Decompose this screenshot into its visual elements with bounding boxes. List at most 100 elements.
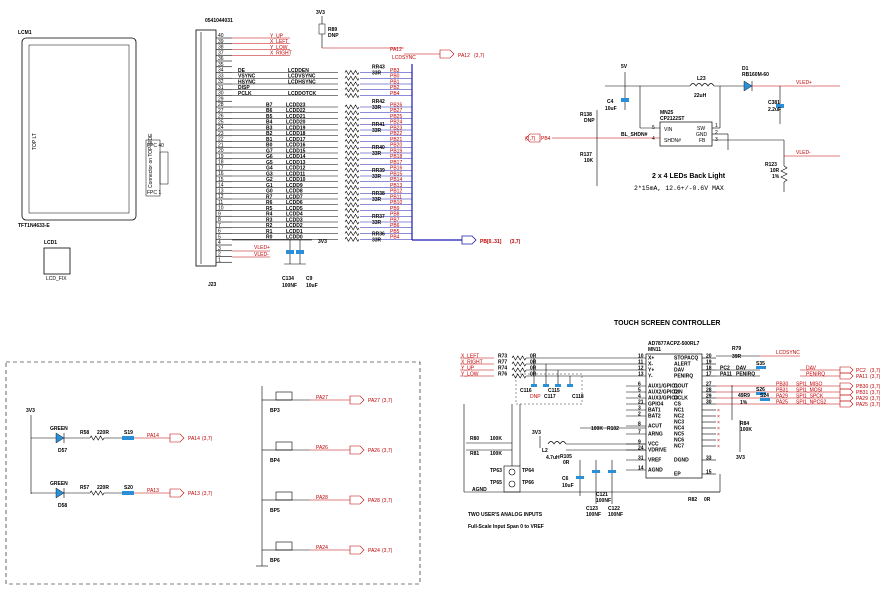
port-arrow-icon bbox=[349, 545, 365, 555]
ic-pin-name: VCC bbox=[648, 442, 659, 448]
data-signal-name: G4 bbox=[266, 166, 273, 172]
data-lcd-name: LCDD10 bbox=[286, 177, 306, 183]
touch-ic-ref: MN11 bbox=[648, 347, 661, 353]
ic-pin-num: 14 bbox=[638, 465, 644, 471]
resistor-array-ref: RR39 bbox=[372, 168, 385, 174]
data-signal-name: G7 bbox=[266, 148, 273, 154]
resistor-symbol bbox=[344, 184, 360, 191]
touch-lcdsync: LCDSYNC bbox=[776, 350, 800, 356]
lcden-ref: (3,7) bbox=[474, 53, 485, 59]
bl-vin: 5V bbox=[621, 64, 628, 70]
solder-jumper-icon bbox=[756, 366, 766, 369]
resistor-symbol bbox=[344, 161, 360, 168]
r81-val: 100K bbox=[490, 451, 502, 457]
led-jumper: S19 bbox=[124, 430, 133, 436]
ctrl-pb-name: PB3 bbox=[390, 68, 400, 74]
r137-ref: R137 bbox=[580, 152, 592, 158]
solder-jumper-icon bbox=[760, 398, 770, 401]
r82-val: 0R bbox=[704, 497, 711, 503]
c123-ref: C123 bbox=[586, 506, 598, 512]
resistor-symbol bbox=[344, 196, 360, 202]
ic-pin-num: 15 bbox=[706, 469, 712, 475]
c122-ref: C122 bbox=[608, 506, 620, 512]
port-arrow-icon bbox=[839, 388, 854, 396]
c123-val: 100NF bbox=[586, 512, 601, 518]
conn-power: 3V3 VLED+ VLED- C134 100NF C9 10uF bbox=[232, 239, 327, 289]
resistor-array-ref: RR43 bbox=[372, 65, 385, 71]
resistor-symbol bbox=[344, 138, 360, 145]
c6-ref: C6 bbox=[562, 476, 569, 482]
resistor-array-val: 33R bbox=[372, 151, 382, 157]
touch-supply: 3V3 bbox=[532, 430, 541, 436]
ic-pin-name: CS bbox=[674, 402, 682, 408]
bl-ic-num-4: 4 bbox=[652, 136, 655, 142]
button-net: PA24 bbox=[316, 545, 328, 551]
nc-cross: × bbox=[717, 426, 720, 432]
connector-pin-number: 38 bbox=[218, 45, 224, 51]
data-signal-name: B4 bbox=[266, 120, 273, 126]
resistor-symbol bbox=[344, 236, 360, 242]
r89-val: DNP bbox=[328, 33, 339, 39]
r79-val: 39R bbox=[732, 354, 742, 360]
resistor-symbol bbox=[344, 92, 360, 99]
button-switch-icon bbox=[275, 391, 293, 401]
c4-ref: C4 bbox=[607, 99, 614, 105]
ic-pin-num: 10 bbox=[638, 353, 644, 359]
bl-ic-ref: MN25 bbox=[660, 110, 674, 116]
connector-pin-number: 7 bbox=[218, 223, 221, 229]
c4-val: 10uF bbox=[605, 106, 617, 112]
data-lcd-name: LCDD23 bbox=[286, 102, 306, 108]
button-port: PA26 bbox=[368, 448, 380, 454]
data-signal-name: G2 bbox=[266, 177, 273, 183]
bl-ic-pin-gnd: GND bbox=[696, 132, 708, 138]
lcden-net: PA12 bbox=[390, 47, 402, 53]
fpc-mid-label: Connector on TOP SIDE bbox=[148, 133, 154, 188]
data-lcd-name: LCDD4 bbox=[286, 212, 303, 218]
connector-pin-number: 5 bbox=[218, 234, 221, 240]
d1-ref: D1 bbox=[742, 66, 749, 72]
spi-port: PB31 bbox=[856, 390, 868, 396]
bl-ic-pin-fb: FB bbox=[699, 138, 706, 144]
connector-j23: 0541044031 J23 4039383736353433323130292… bbox=[195, 18, 233, 288]
button-net: PA28 bbox=[316, 495, 328, 501]
touch-input-name: X_RIGHT bbox=[461, 359, 483, 365]
ctrl-pb-name: PB1 bbox=[390, 79, 400, 85]
r49r9: 49R9 bbox=[738, 393, 750, 399]
ic-pin-num: 2 bbox=[638, 411, 641, 417]
irq-port-ref: (3,7) bbox=[870, 368, 881, 374]
data-pb-name: PB25 bbox=[390, 114, 402, 120]
lcm-part: TFT1N4633-E bbox=[18, 223, 50, 229]
conn-3v3: 3V3 bbox=[318, 239, 327, 245]
connector-pin-number: 37 bbox=[218, 50, 224, 56]
resistor-symbol bbox=[344, 144, 360, 150]
ic-pin-name: DAV bbox=[674, 368, 685, 374]
irq-port: PA11 bbox=[856, 374, 868, 380]
connector-pin-number: 17 bbox=[218, 165, 224, 171]
data-lcd-name: LCDD9 bbox=[286, 183, 303, 189]
connector-pin-number: 32 bbox=[218, 79, 224, 85]
data-signal-name: G0 bbox=[266, 189, 273, 195]
connector-pin-number: 13 bbox=[218, 188, 224, 194]
ctrl-signal-name: PCLK bbox=[238, 91, 252, 97]
data-signal-name: R4 bbox=[266, 212, 273, 218]
bl-ctrl-net: PB4 bbox=[541, 136, 551, 142]
touch-input-ref: R76 bbox=[498, 371, 507, 377]
c134-ref: C134 bbox=[282, 276, 294, 282]
ic-pin-name: BAT1 bbox=[648, 408, 661, 414]
resistor-array-ref: RR40 bbox=[372, 145, 385, 151]
resistor-symbol bbox=[344, 190, 360, 196]
button-port: PA24 bbox=[368, 548, 380, 554]
touch-controller: TOUCH SCREEN CONTROLLER AD7877ACPZ-500RL… bbox=[460, 320, 881, 530]
bl-ic-num-1: 1 bbox=[715, 123, 718, 129]
connector-pin-number: 14 bbox=[218, 183, 224, 189]
data-lcd-name: LCDD15 bbox=[286, 148, 306, 154]
data-pb-name: PB27 bbox=[390, 108, 402, 114]
led-diode-icon bbox=[55, 487, 65, 499]
lcd-frame-ref: LCD1 bbox=[44, 240, 57, 246]
data-pb-name: PB4 bbox=[390, 235, 400, 241]
connector-pin-number: 21 bbox=[218, 142, 224, 148]
spi-net: PA29 bbox=[776, 393, 788, 399]
solder-jumper-ref: S24 bbox=[760, 393, 769, 399]
led-res-ref: R57 bbox=[80, 485, 89, 491]
